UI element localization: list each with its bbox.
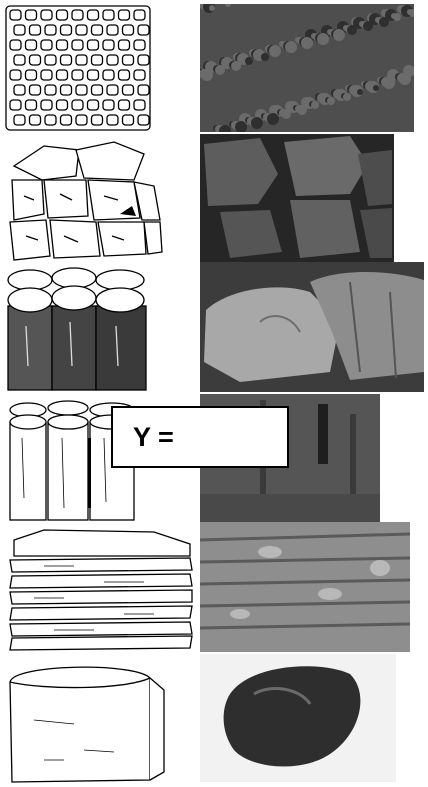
blocky-photo-svg <box>200 134 394 262</box>
massive-drawing-svg <box>4 660 170 786</box>
row-blocky <box>0 134 428 262</box>
blocky-photo <box>200 134 394 262</box>
massive-drawing <box>4 660 170 786</box>
massive-photo-svg <box>200 654 396 782</box>
platy-drawing <box>4 526 196 652</box>
label-text: Y = <box>133 422 174 453</box>
platy-photo <box>200 522 410 652</box>
row-massive <box>0 652 428 787</box>
columnar-drawing <box>4 266 154 392</box>
granular-drawing-svg <box>4 4 154 132</box>
granular-photo <box>200 4 414 132</box>
row-granular <box>0 0 428 134</box>
row-platy <box>0 522 428 652</box>
granular-drawing <box>4 4 154 132</box>
columnar-drawing-svg <box>4 266 154 392</box>
granular-photo-svg <box>200 4 414 132</box>
platy-drawing-svg <box>4 526 196 652</box>
blocky-drawing <box>4 136 200 262</box>
row-columnar <box>0 262 428 394</box>
blocky-drawing-svg <box>4 136 200 262</box>
label-box: Y = <box>111 406 289 468</box>
columnar-photo-svg <box>200 262 424 392</box>
columnar-photo <box>200 262 424 392</box>
massive-photo <box>200 654 396 782</box>
platy-photo-svg <box>200 522 410 652</box>
